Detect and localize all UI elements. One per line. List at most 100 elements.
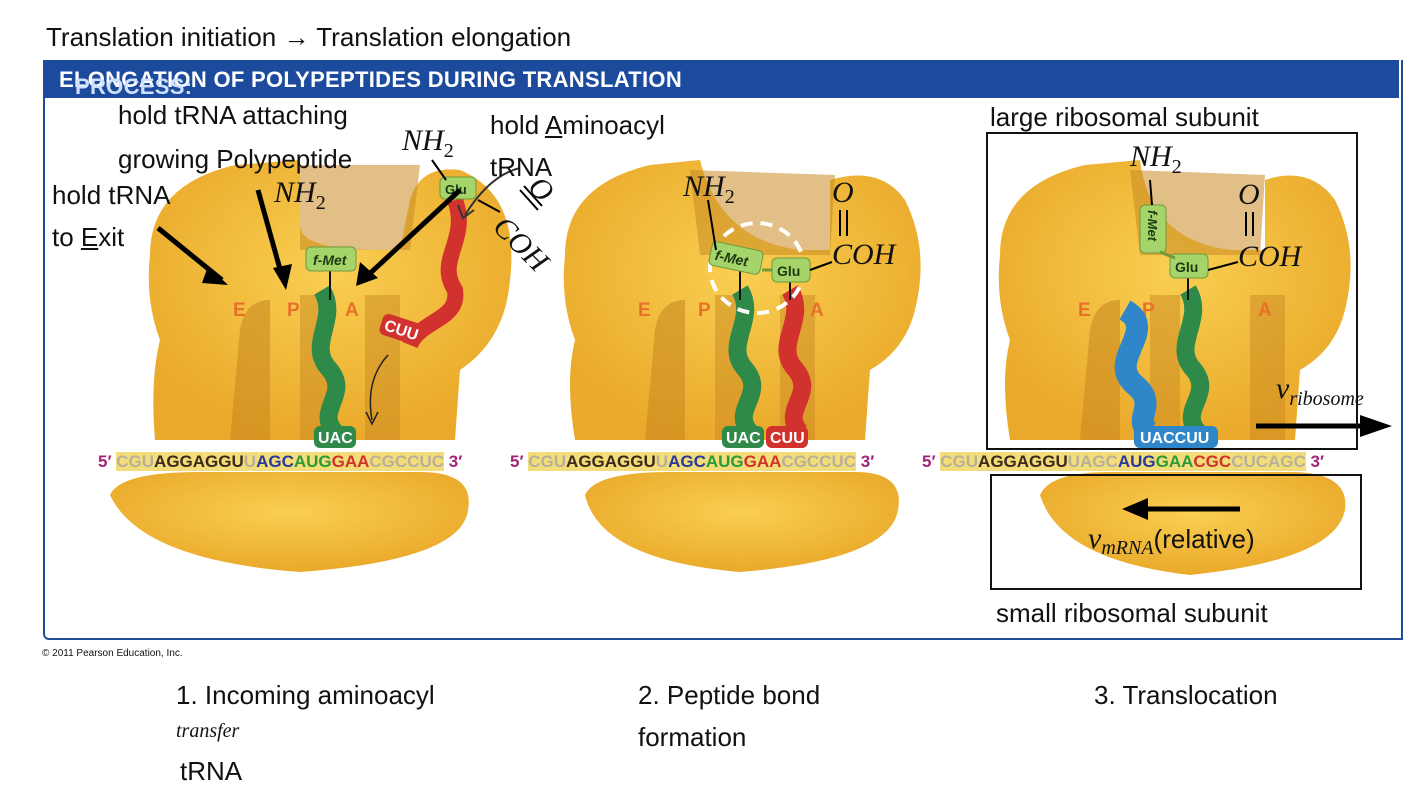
step-2-label-2: formation [638,722,747,752]
svg-text:CUU: CUU [770,430,805,447]
exit-site-label-2: to Exit [52,222,124,252]
codon: GAA [331,452,370,471]
nh2-sub: 2 [724,186,735,208]
v-ribosome-label: vribosome [1276,372,1364,411]
svg-text:E: E [1078,300,1091,321]
codon: CUCAGC [1231,452,1306,471]
five-prime: 5′ [922,452,936,471]
copyright: © 2011 Pearson Education, Inc. [42,648,183,659]
svg-text:Glu: Glu [777,263,800,279]
codon: AUG [1117,452,1156,471]
codon: GAA [743,452,782,471]
svg-text:A: A [810,300,824,321]
svg-text:f-Met: f-Met [313,252,348,268]
step-1-trna: tRNA [180,756,243,786]
three-prime: 3′ [448,452,463,471]
banner-lead: PROCESS: [75,74,193,99]
codon: AUG [705,452,744,471]
small-subunit-label: small ribosomal subunit [996,598,1268,628]
svg-text:A: A [345,300,359,321]
v-ribosome-sub: ribosome [1289,388,1364,410]
svg-text:f-Met: f-Met [1145,210,1160,242]
codon: CGU [528,452,567,471]
a-label-post: minoacyl [562,110,665,140]
svg-text:A: A [1258,300,1272,321]
codon: GAA [1155,452,1194,471]
nh2-text: NH [1130,140,1172,173]
o-label-3: O [1238,178,1260,211]
codon: CGC [1193,452,1232,471]
five-prime: 5′ [98,452,112,471]
svg-text:f-Met: f-Met [714,247,751,270]
p-site-label: hold tRNA attaching [118,100,348,130]
coh-label-3: COH [1238,240,1302,273]
codon: U [243,452,257,471]
svg-text:E: E [233,300,246,321]
v-symbol: v [1276,372,1290,405]
nh2-text: NH [683,170,725,203]
large-subunit-label: large ribosomal subunit [990,102,1259,132]
large-subunit-box [986,132,1358,450]
a-label-underlined: A [544,110,563,140]
step-1-label: 1. Incoming aminoacyl [176,680,435,710]
nh2-text: NH [402,124,444,157]
relative-label: (relative) [1153,524,1255,554]
o-label-2: O [832,176,854,209]
svg-text:P: P [287,300,300,321]
three-prime: 3′ [1310,452,1325,471]
svg-text:Glu: Glu [1175,259,1198,275]
v-symbol: v [1088,522,1102,555]
svg-text:Glu: Glu [445,182,467,197]
mrna-strand-3: 5′ CGUAGGAGGUUAGCAUGGAACGCCUCAGC 3′ [922,452,1324,472]
codon: AGC [256,452,294,471]
ribosome-step-3: E P A f-Met Glu UACCUU [998,160,1392,575]
exit-label-underlined: E [80,222,99,252]
ribosome-step-1: E P A f-Met UAC Glu CUU [110,159,543,572]
exit-site-label: hold tRNA [52,180,171,210]
five-prime: 5′ [510,452,524,471]
codon: AGGAGGU [566,452,656,471]
svg-text:UACCUU: UACCUU [1140,430,1209,447]
codon: UAGC [1067,452,1118,471]
codon: CGU [116,452,155,471]
nh2-sub: 2 [315,192,326,214]
page-title: Translation initiation → Translation elo… [46,22,572,52]
ribosome-step-2: E P A f-Met Glu UAC CUU [563,160,921,572]
nh2-sub: 2 [443,140,454,162]
svg-text:P: P [698,300,711,321]
a-site-label: hold Aminoacyl [490,110,665,140]
codon: AGC [668,452,706,471]
svg-text:UAC: UAC [318,430,353,447]
exit-label-pre: to [52,222,81,252]
banner-text: ELONGATION OF POLYPEPTIDES DURING TRANSL… [59,67,683,92]
coh-label-2: COH [832,238,896,271]
nh2-sub: 2 [1171,156,1182,178]
exit-label-post: xit [98,222,125,252]
codon: CGCCUC [369,452,445,471]
codon: U [655,452,669,471]
nh2-label-1: NH2 [274,176,326,215]
v-mrna-sub: mRNA [1101,537,1154,560]
step-2-label: 2. Peptide bond [638,680,821,710]
nh2-label-3: NH2 [1130,140,1182,179]
codon: AUG [293,452,332,471]
step-3-label: 3. Translocation [1094,680,1278,710]
mrna-strand-2: 5′ CGUAGGAGGUUAGCAUGGAACGCCUC 3′ [510,452,874,472]
svg-text:E: E [638,300,651,321]
codon: AGGAGGU [978,452,1068,471]
codon: AGGAGGU [154,452,244,471]
mrna-strand-1: 5′ CGUAGGAGGUUAGCAUGGAACGCCUC 3′ [98,452,462,472]
small-subunit-box [990,474,1362,590]
nh2-label-2: NH2 [683,170,735,209]
a-site-label-2: tRNA [490,152,553,182]
codon: CGCCUC [781,452,857,471]
three-prime: 3′ [860,452,875,471]
v-mrna-label: vmRNA(relative) [1088,522,1255,560]
process-banner: PROCESS: ELONGATION OF POLYPEPTIDES DURI… [43,60,1399,99]
a-label-pre: hold [490,110,545,140]
nh2-text: NH [274,176,316,209]
step-1-transfer: transfer [176,720,240,742]
codon: CGU [940,452,979,471]
p-site-label-2: growing Polypeptide [118,144,353,174]
